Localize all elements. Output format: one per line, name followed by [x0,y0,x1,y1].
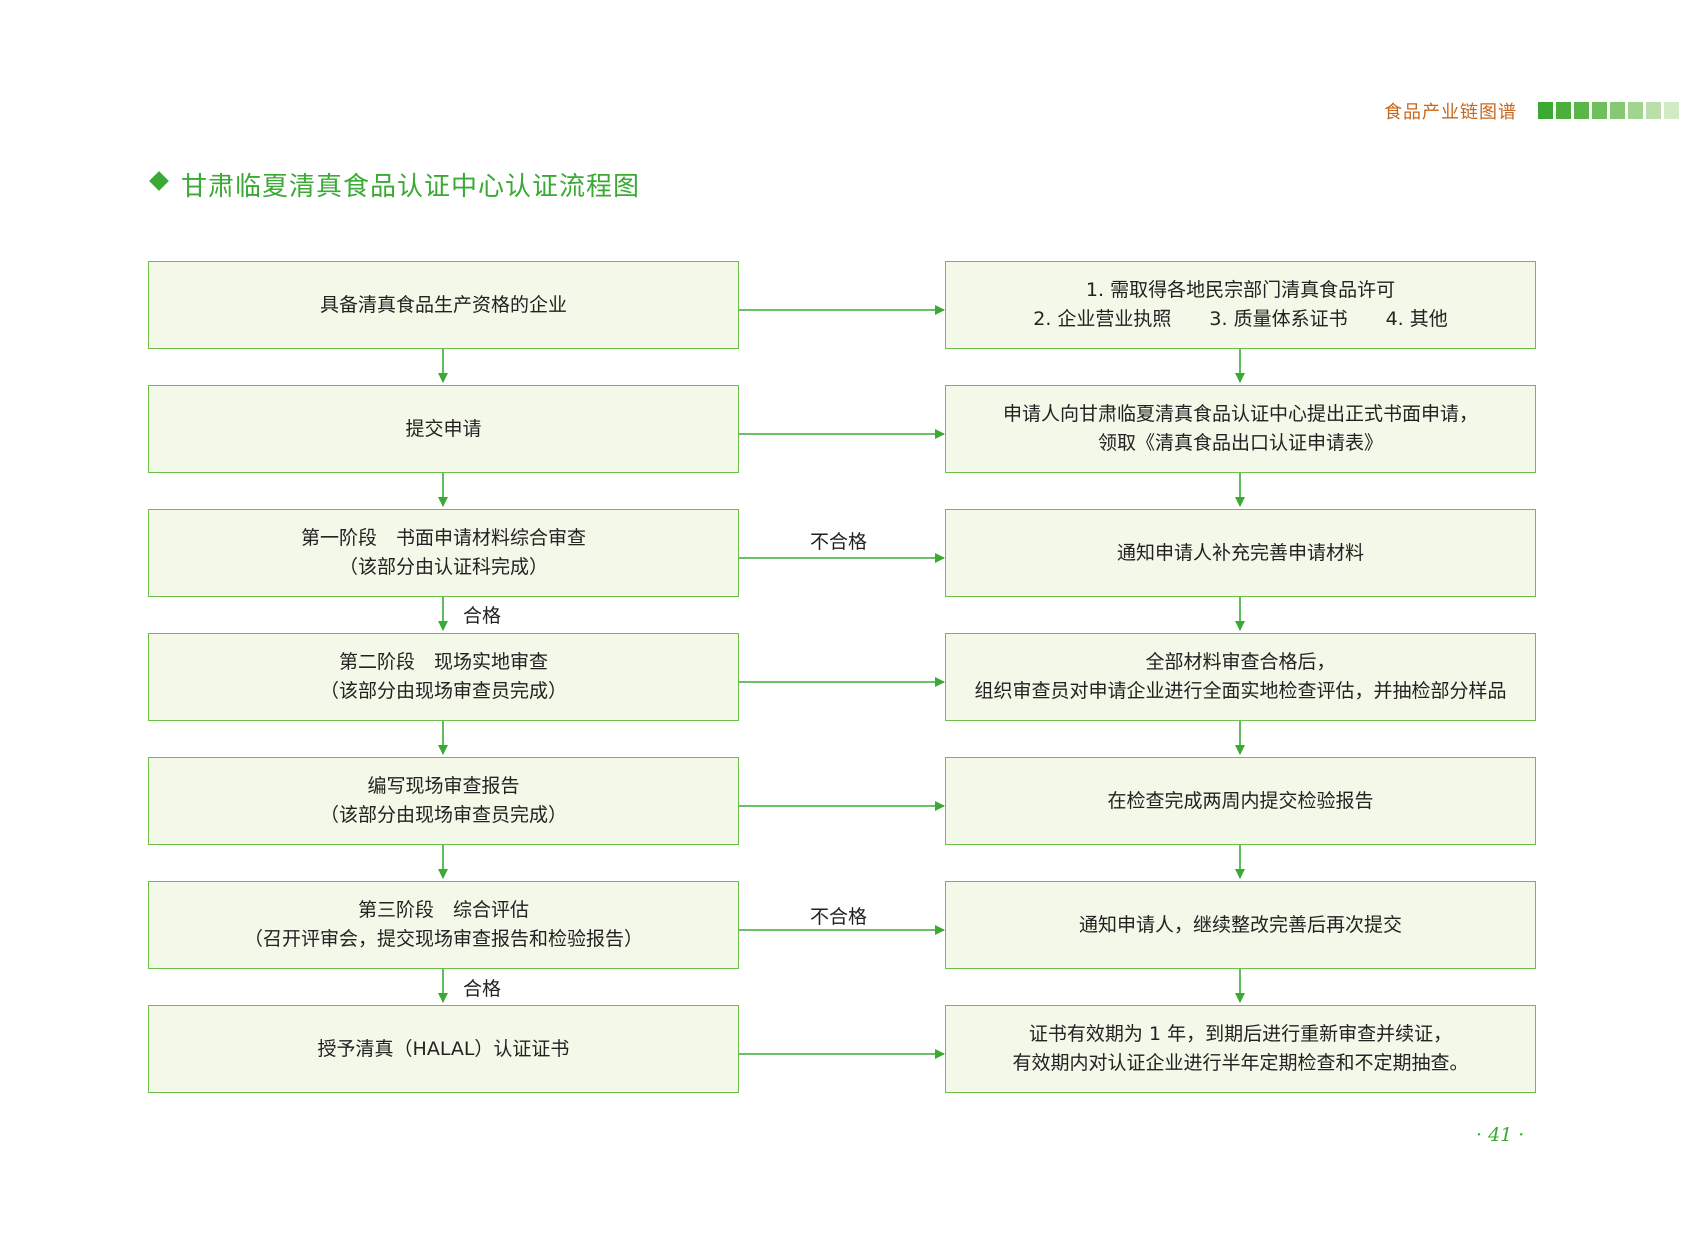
header-bar [1646,102,1661,119]
page-title: 甘肃临夏清真食品认证中心认证流程图 [181,172,641,202]
header-bar [1664,102,1679,119]
flow-box-left-7: 授予清真（HALAL）认证证书 [148,1005,739,1093]
flow-box-right-2: 申请人向甘肃临夏清真食品认证中心提出正式书面申请， 领取《清真食品出口认证申请表… [945,385,1536,473]
flow-box-text: 证书有效期为 1 年，到期后进行重新审查并续证， [1028,1023,1453,1045]
header-bar [1556,102,1571,119]
header-bar [1628,102,1643,119]
page-number: · 41 · [1476,1124,1525,1146]
flow-box-left-1: 具备清真食品生产资格的企业 [148,261,739,349]
header-bar [1610,102,1625,119]
flow-box-right-1: 1. 需取得各地民宗部门清真食品许可 2. 企业营业执照 3. 质量体系证书 4… [945,261,1536,349]
pass-label: 合格 [463,605,502,627]
flow-box-text: 全部材料审查合格后， [1145,651,1336,673]
flow-box-text: 第二阶段 现场实地审查 [338,651,548,673]
flow-box-text: 具备清真食品生产资格的企业 [319,293,567,316]
flow-box-left-5: 编写现场审查报告 （该部分由现场审查员完成） [148,757,739,845]
flow-box-text: （该部分由认证科完成） [338,556,548,578]
flow-box-text: 提交申请 [405,417,482,440]
flow-box-text: 通知申请人，继续整改完善后再次提交 [1078,913,1402,936]
flow-box-text: 授予清真（HALAL）认证证书 [317,1037,570,1060]
flow-box-left-3: 第一阶段 书面申请材料综合审查 （该部分由认证科完成） [148,509,739,597]
flow-box-right-4: 全部材料审查合格后， 组织审查员对申请企业进行全面实地检查评估，并抽检部分样品 [945,633,1536,721]
flow-box-right-3: 通知申请人补充完善申请材料 [945,509,1536,597]
header-bar [1538,102,1553,119]
flow-box-text: 第一阶段 书面申请材料综合审查 [300,527,586,549]
flow-box-text: 通知申请人补充完善申请材料 [1116,541,1364,564]
flow-box-text: （该部分由现场审查员完成） [319,680,567,702]
header-bar [1574,102,1589,119]
flow-box-left-4: 第二阶段 现场实地审查 （该部分由现场审查员完成） [148,633,739,721]
flow-box-left-6: 第三阶段 综合评估 （召开评审会，提交现场审查报告和检验报告） [148,881,739,969]
fail-label: 不合格 [810,531,868,553]
flow-box-text: 申请人向甘肃临夏清真食品认证中心提出正式书面申请， [1002,403,1478,425]
header-color-bars [1538,102,1679,119]
flow-box-text: 编写现场审查报告 [367,775,520,797]
flow-box-right-7: 证书有效期为 1 年，到期后进行重新审查并续证， 有效期内对认证企业进行半年定期… [945,1005,1536,1093]
flow-box-text: 在检查完成两周内提交检验报告 [1107,789,1374,812]
flow-box-text: （该部分由现场审查员完成） [319,804,567,826]
flow-box-text: 第三阶段 综合评估 [357,899,529,921]
flow-box-right-5: 在检查完成两周内提交检验报告 [945,757,1536,845]
flow-box-text: 2. 企业营业执照 3. 质量体系证书 4. 其他 [1033,308,1448,330]
pass-label: 合格 [463,978,502,1000]
flow-box-text: 1. 需取得各地民宗部门清真食品许可 [1085,279,1396,301]
flow-box-left-2: 提交申请 [148,385,739,473]
flow-box-text: 领取《清真食品出口认证申请表》 [1097,432,1383,454]
section-header-label: 食品产业链图谱 [1384,102,1517,123]
fail-label: 不合格 [810,906,868,928]
flow-box-right-6: 通知申请人，继续整改完善后再次提交 [945,881,1536,969]
flow-box-text: 有效期内对认证企业进行半年定期检查和不定期抽查。 [1012,1052,1469,1074]
flow-box-text: 组织审查员对申请企业进行全面实地检查评估，并抽检部分样品 [974,680,1507,702]
flow-box-text: （召开评审会，提交现场审查报告和检验报告） [243,928,643,950]
header-bar [1592,102,1607,119]
